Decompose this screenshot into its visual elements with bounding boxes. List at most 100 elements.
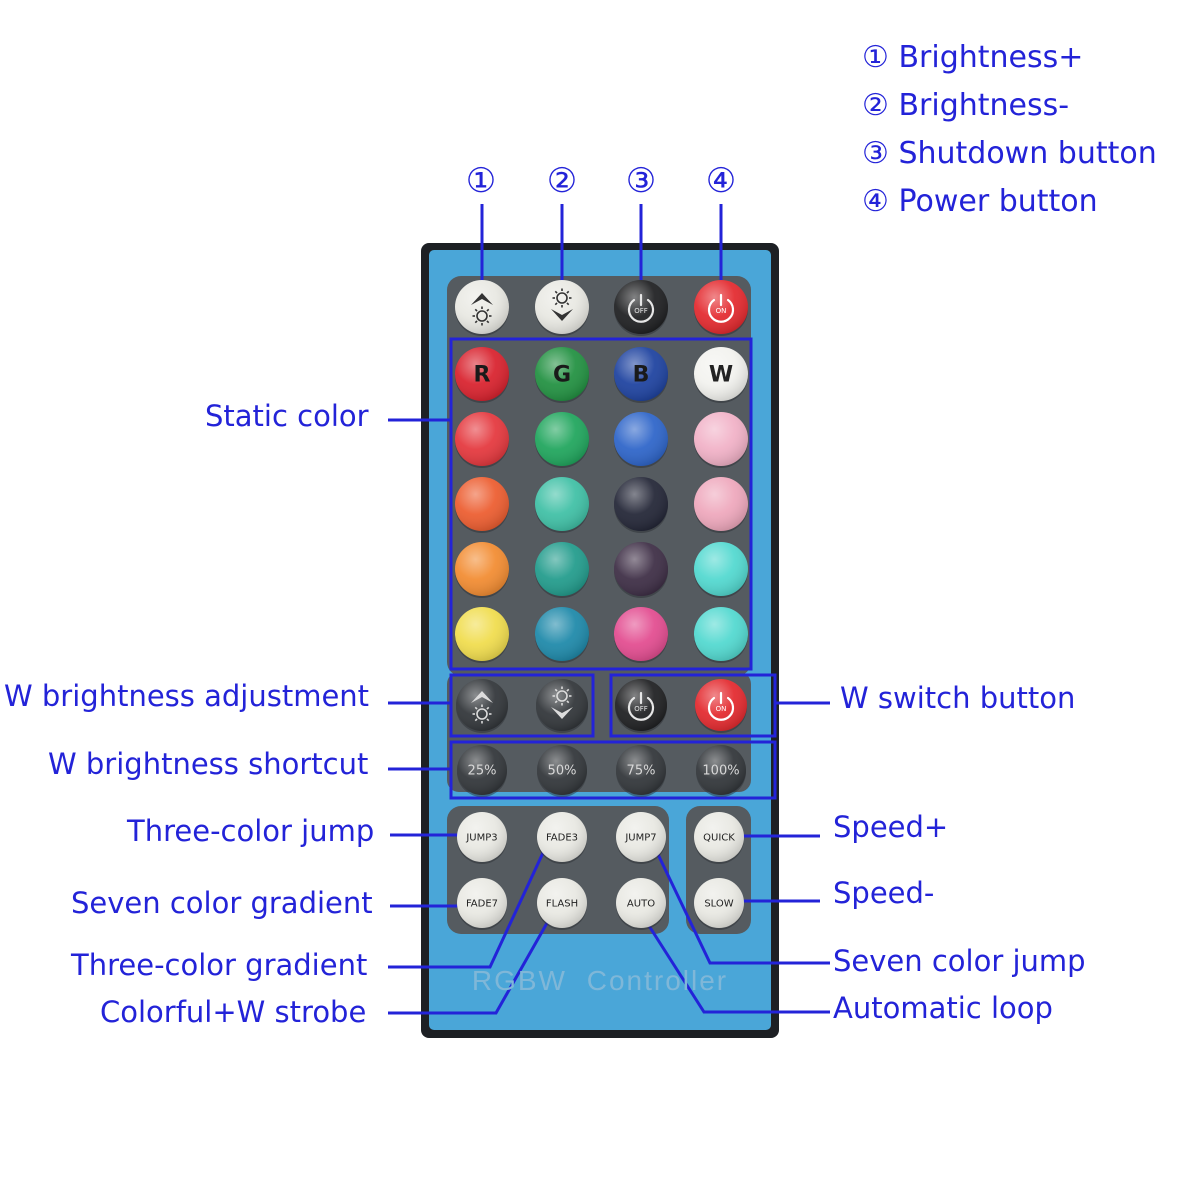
- legend-item-brightness-plus: ① Brightness+: [862, 40, 1084, 75]
- w-shortcut-button[interactable]: 25%: [457, 745, 507, 797]
- callout-number-1: ①: [465, 161, 497, 201]
- label-automatic-loop: Automatic loop: [833, 991, 1053, 1025]
- callout-number-4: ④: [705, 161, 737, 201]
- button-label: G: [553, 363, 571, 388]
- color-button-r[interactable]: R: [455, 347, 509, 403]
- mode-button-flash[interactable]: FLASH: [537, 878, 587, 930]
- button-label: OFF: [634, 307, 648, 315]
- button-label: FADE3: [546, 833, 578, 844]
- label-colorful-w-strobe: Colorful+W strobe: [100, 995, 367, 1029]
- static-color-button[interactable]: [694, 412, 748, 468]
- button-label: AUTO: [627, 899, 655, 910]
- mode-button-jump3[interactable]: JUMP3: [457, 812, 507, 864]
- power-icon: [627, 293, 655, 323]
- static-color-button[interactable]: [694, 607, 748, 663]
- w-brightness-minus-button[interactable]: [536, 679, 588, 733]
- button-label: OFF: [634, 705, 648, 713]
- button-label: ON: [716, 705, 727, 713]
- label-speed-plus: Speed+: [833, 810, 949, 844]
- button-label: 50%: [548, 764, 577, 779]
- top-panel: [447, 276, 751, 676]
- legend-item-shutdown: ③ Shutdown button: [862, 136, 1157, 171]
- shutdown-button[interactable]: OFF: [614, 280, 668, 336]
- power-icon: [707, 293, 735, 323]
- static-color-button[interactable]: [614, 542, 668, 598]
- brightness-minus-button[interactable]: [535, 280, 589, 336]
- arrow-down-icon: [551, 309, 573, 321]
- w-shortcut-button[interactable]: 100%: [696, 745, 746, 797]
- arrow-up-icon: [471, 691, 493, 703]
- static-color-button[interactable]: [455, 412, 509, 468]
- arrow-down-icon: [551, 707, 573, 719]
- static-color-button[interactable]: [614, 607, 668, 663]
- label-w-switch-button: W switch button: [840, 681, 1076, 715]
- button-label: ON: [716, 307, 727, 315]
- annotation-callout-lines: [388, 418, 830, 1015]
- buttons-layer: OFF ON R G B W OFF ON 25% 50% 75% 100% JUMP3 FADE3 JUM…: [455, 280, 748, 930]
- button-label: SLOW: [704, 899, 733, 910]
- button-label: FADE7: [466, 899, 498, 910]
- color-button-b[interactable]: B: [614, 347, 668, 403]
- static-color-button[interactable]: [455, 477, 509, 533]
- button-label: B: [633, 363, 650, 388]
- color-button-g[interactable]: G: [535, 347, 589, 403]
- power-button[interactable]: ON: [694, 280, 748, 336]
- power-icon: [627, 691, 655, 721]
- w-brightness-adjust-box: [449, 673, 595, 738]
- static-color-button[interactable]: [455, 542, 509, 598]
- sun-icon: [552, 288, 572, 308]
- button-label: QUICK: [703, 833, 735, 844]
- static-color-button[interactable]: [455, 607, 509, 663]
- power-icon: [707, 691, 735, 721]
- static-color-button[interactable]: [614, 412, 668, 468]
- arrow-up-icon: [471, 293, 493, 305]
- callout-number-2: ②: [546, 161, 578, 201]
- button-label: 100%: [702, 764, 739, 779]
- w-brightness-plus-button[interactable]: [456, 679, 508, 733]
- button-label: R: [474, 363, 491, 388]
- static-color-button[interactable]: [535, 542, 589, 598]
- remote-model-label: RGBW Controller: [471, 965, 729, 996]
- speed-slow-button[interactable]: SLOW: [694, 878, 744, 930]
- legend-item-brightness-minus: ② Brightness-: [862, 88, 1070, 123]
- label-seven-color-jump: Seven color jump: [833, 944, 1086, 978]
- static-color-button[interactable]: [694, 542, 748, 598]
- static-color-button[interactable]: [694, 477, 748, 533]
- label-static-color: Static color: [205, 399, 369, 433]
- w-shortcut-button[interactable]: 50%: [537, 745, 587, 797]
- button-label: JUMP3: [465, 833, 497, 844]
- sun-icon: [472, 306, 492, 326]
- label-three-color-gradient: Three-color gradient: [71, 948, 368, 982]
- button-label: W: [709, 363, 733, 388]
- button-label: JUMP7: [624, 833, 656, 844]
- w-shortcut-button[interactable]: 75%: [616, 745, 666, 797]
- static-color-button[interactable]: [535, 412, 589, 468]
- sun-icon: [552, 686, 572, 706]
- static-color-box: [449, 337, 753, 671]
- label-three-color-jump: Three-color jump: [127, 814, 375, 848]
- label-w-brightness-shortcut: W brightness shortcut: [48, 747, 369, 781]
- label-seven-color-gradient: Seven color gradient: [71, 886, 373, 920]
- brightness-plus-button[interactable]: [455, 280, 509, 336]
- w-off-button[interactable]: OFF: [615, 679, 667, 733]
- static-color-button[interactable]: [614, 477, 668, 533]
- w-switch-box: [609, 673, 777, 738]
- legend-item-power: ④ Power button: [862, 184, 1098, 219]
- callout-number-3: ③: [625, 161, 657, 201]
- static-color-button[interactable]: [535, 477, 589, 533]
- button-label: 25%: [468, 764, 497, 779]
- button-label: FLASH: [546, 899, 578, 910]
- mode-button-fade7[interactable]: FADE7: [457, 878, 507, 930]
- top-callout-lines: [480, 204, 723, 286]
- label-speed-minus: Speed-: [833, 876, 935, 910]
- mode-button-fade3[interactable]: FADE3: [537, 812, 587, 864]
- mode-button-auto[interactable]: AUTO: [616, 878, 666, 930]
- static-color-button[interactable]: [535, 607, 589, 663]
- speed-quick-button[interactable]: QUICK: [694, 812, 744, 864]
- button-label: 75%: [627, 764, 656, 779]
- color-button-w[interactable]: W: [694, 347, 748, 403]
- mode-button-jump7[interactable]: JUMP7: [616, 812, 666, 864]
- w-on-button[interactable]: ON: [695, 679, 747, 733]
